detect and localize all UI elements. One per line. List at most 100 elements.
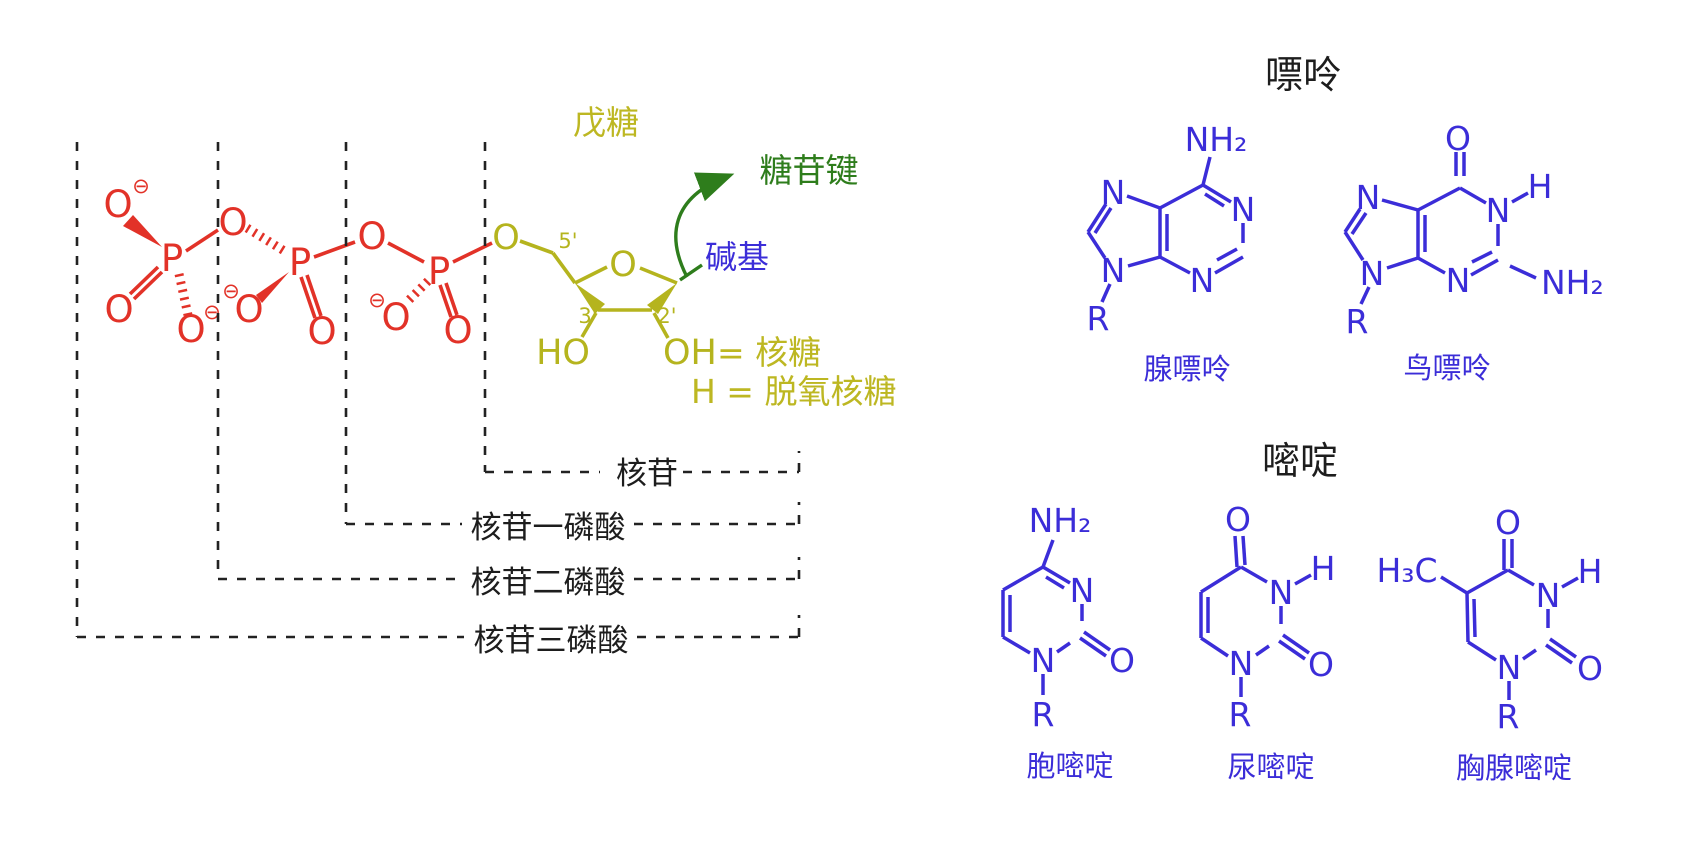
h-on-n3: H bbox=[1578, 552, 1603, 591]
guanine-structure: O N H NH₂ N N N R 鸟嘌呤 bbox=[1343, 119, 1604, 385]
adenine-structure: NH₂ N N N N R 腺嘌呤 bbox=[1086, 120, 1256, 386]
o4: O bbox=[1225, 500, 1251, 539]
charge-icon: ⊖ bbox=[132, 174, 150, 198]
bracket-label: 核苷二磷酸 bbox=[471, 565, 626, 601]
adenine-atoms: NH₂ N N N N R bbox=[1087, 120, 1256, 338]
adenine-caption: 腺嘌呤 bbox=[1143, 352, 1230, 386]
r-group: R bbox=[1497, 697, 1520, 736]
bracket-label: 核苷 bbox=[616, 456, 678, 492]
n1: N bbox=[1486, 191, 1511, 230]
o-ring: O bbox=[609, 245, 637, 285]
o-5prime-ester: O bbox=[492, 218, 520, 258]
pyrimidines-section: 嘧啶 NH₂ N O N R bbox=[1001, 439, 1603, 785]
p-gamma: P bbox=[161, 237, 183, 280]
sugar-bonds bbox=[519, 239, 678, 339]
p-alpha: P bbox=[428, 250, 450, 293]
r-group: R bbox=[1087, 299, 1110, 338]
n1: N bbox=[1229, 644, 1254, 683]
bracket-row-diphosphate: 核苷二磷酸 bbox=[218, 557, 801, 601]
o-minus-alpha: O bbox=[381, 296, 410, 339]
amino-group: NH₂ bbox=[1029, 501, 1092, 540]
n1: N bbox=[1231, 190, 1256, 229]
charge-icon: ⊖ bbox=[203, 300, 221, 324]
bracket-label: 核苷一磷酸 bbox=[471, 510, 626, 546]
r-group: R bbox=[1346, 302, 1369, 341]
cytosine-atoms: NH₂ N O N R bbox=[1029, 501, 1135, 734]
o-minus-beta: O bbox=[234, 288, 263, 331]
methyl-group: H₃C bbox=[1376, 551, 1437, 590]
thymine-caption: 胸腺嘧啶 bbox=[1456, 751, 1572, 785]
o2: O bbox=[1577, 649, 1603, 688]
2-prime-label: 2' bbox=[657, 304, 676, 328]
o-minus-gamma-top: O bbox=[103, 183, 132, 226]
h-on-n3: H bbox=[1311, 549, 1336, 588]
n9: N bbox=[1360, 254, 1385, 293]
n9: N bbox=[1101, 251, 1126, 290]
thymine-bonds bbox=[1440, 539, 1579, 700]
triphosphate-group: O ⊖ P O O ⊖ O P ⊖ O O O P ⊖ O O bbox=[103, 174, 493, 353]
ho-3prime: HO bbox=[536, 333, 590, 373]
purines-section: 嘌呤 NH₂ N bbox=[1086, 53, 1604, 386]
pentose-sugar-group: O 5' O 3' 2' HO OH 戊糖 = 核糖 H = 脱氧核糖 bbox=[492, 103, 896, 411]
o2: O bbox=[1109, 641, 1135, 680]
r-group: R bbox=[1032, 695, 1055, 734]
thymine-structure: H₃C O N H O N R 胸腺嘧啶 bbox=[1376, 503, 1603, 785]
bracket-row-triphosphate: 核苷三磷酸 bbox=[77, 615, 801, 659]
charge-icon: ⊖ bbox=[368, 288, 386, 312]
charge-icon: ⊖ bbox=[222, 279, 240, 303]
phosphate-bonds bbox=[123, 215, 493, 319]
bracket-label: 核苷三磷酸 bbox=[474, 623, 629, 659]
o-minus-gamma-bottom: O bbox=[176, 308, 205, 351]
ribose-note: = 核糖 bbox=[717, 333, 821, 372]
glycosidic-annotation: 糖苷键 碱基 bbox=[674, 151, 859, 282]
n3: N bbox=[1446, 261, 1471, 300]
n7: N bbox=[1101, 173, 1126, 212]
n3: N bbox=[1536, 576, 1561, 615]
pyrimidines-title: 嘧啶 bbox=[1262, 439, 1338, 483]
amino-group: NH₂ bbox=[1541, 263, 1604, 302]
guanine-atoms: O N H NH₂ N N N R bbox=[1346, 119, 1604, 341]
bracket-row-nucleoside: 核苷 bbox=[485, 451, 801, 492]
pentose-label: 戊糖 bbox=[573, 103, 639, 142]
o6: O bbox=[1445, 119, 1471, 158]
o-double-beta: O bbox=[307, 310, 336, 353]
base-label: 碱基 bbox=[705, 238, 769, 276]
glycosidic-bond-label: 糖苷键 bbox=[760, 151, 859, 190]
n7: N bbox=[1356, 178, 1381, 217]
h-on-n1: H bbox=[1528, 167, 1553, 206]
o-bridge-1: O bbox=[218, 201, 247, 244]
uracil-structure: O N H O N R 尿嘧啶 bbox=[1199, 500, 1335, 784]
o-bridge-2: O bbox=[357, 215, 386, 258]
thymine-atoms: H₃C O N H O N R bbox=[1376, 503, 1603, 736]
n3: N bbox=[1190, 261, 1215, 300]
p-beta: P bbox=[289, 241, 311, 284]
phosphate-atoms: O ⊖ P O O ⊖ O P ⊖ O O O P ⊖ O O bbox=[103, 174, 472, 353]
o2: O bbox=[1308, 645, 1334, 684]
n3: N bbox=[1070, 571, 1095, 610]
deoxyribose-note: H = 脱氧核糖 bbox=[691, 372, 896, 411]
glycosidic-arrow-icon bbox=[674, 172, 735, 278]
bracket-annotations: 核苷 核苷一磷酸 核苷二磷酸 核苷三磷酸 bbox=[75, 142, 801, 659]
amino-group: NH₂ bbox=[1185, 120, 1248, 159]
guanine-bonds bbox=[1343, 152, 1537, 305]
bracket-row-monophosphate: 核苷一磷酸 bbox=[346, 502, 801, 546]
cytosine-caption: 胞嘧啶 bbox=[1026, 749, 1113, 783]
o4: O bbox=[1495, 503, 1521, 542]
r-group: R bbox=[1229, 695, 1252, 734]
3-prime-label: 3' bbox=[578, 304, 597, 328]
o-double-alpha: O bbox=[443, 309, 472, 352]
oh-2prime: OH bbox=[663, 333, 717, 373]
uracil-caption: 尿嘧啶 bbox=[1227, 750, 1314, 784]
cytosine-bonds bbox=[1001, 539, 1111, 695]
purines-title: 嘌呤 bbox=[1265, 53, 1341, 97]
n3: N bbox=[1269, 573, 1294, 612]
5-prime-label: 5' bbox=[558, 229, 577, 253]
n1: N bbox=[1031, 641, 1056, 680]
glycosidic-bond bbox=[679, 263, 703, 282]
sugar-atoms: O 5' O 3' 2' HO OH bbox=[492, 218, 717, 373]
uracil-atoms: O N H O N R bbox=[1225, 500, 1335, 734]
cytosine-structure: NH₂ N O N R 胞嘧啶 bbox=[1001, 501, 1135, 783]
n1: N bbox=[1497, 648, 1522, 687]
